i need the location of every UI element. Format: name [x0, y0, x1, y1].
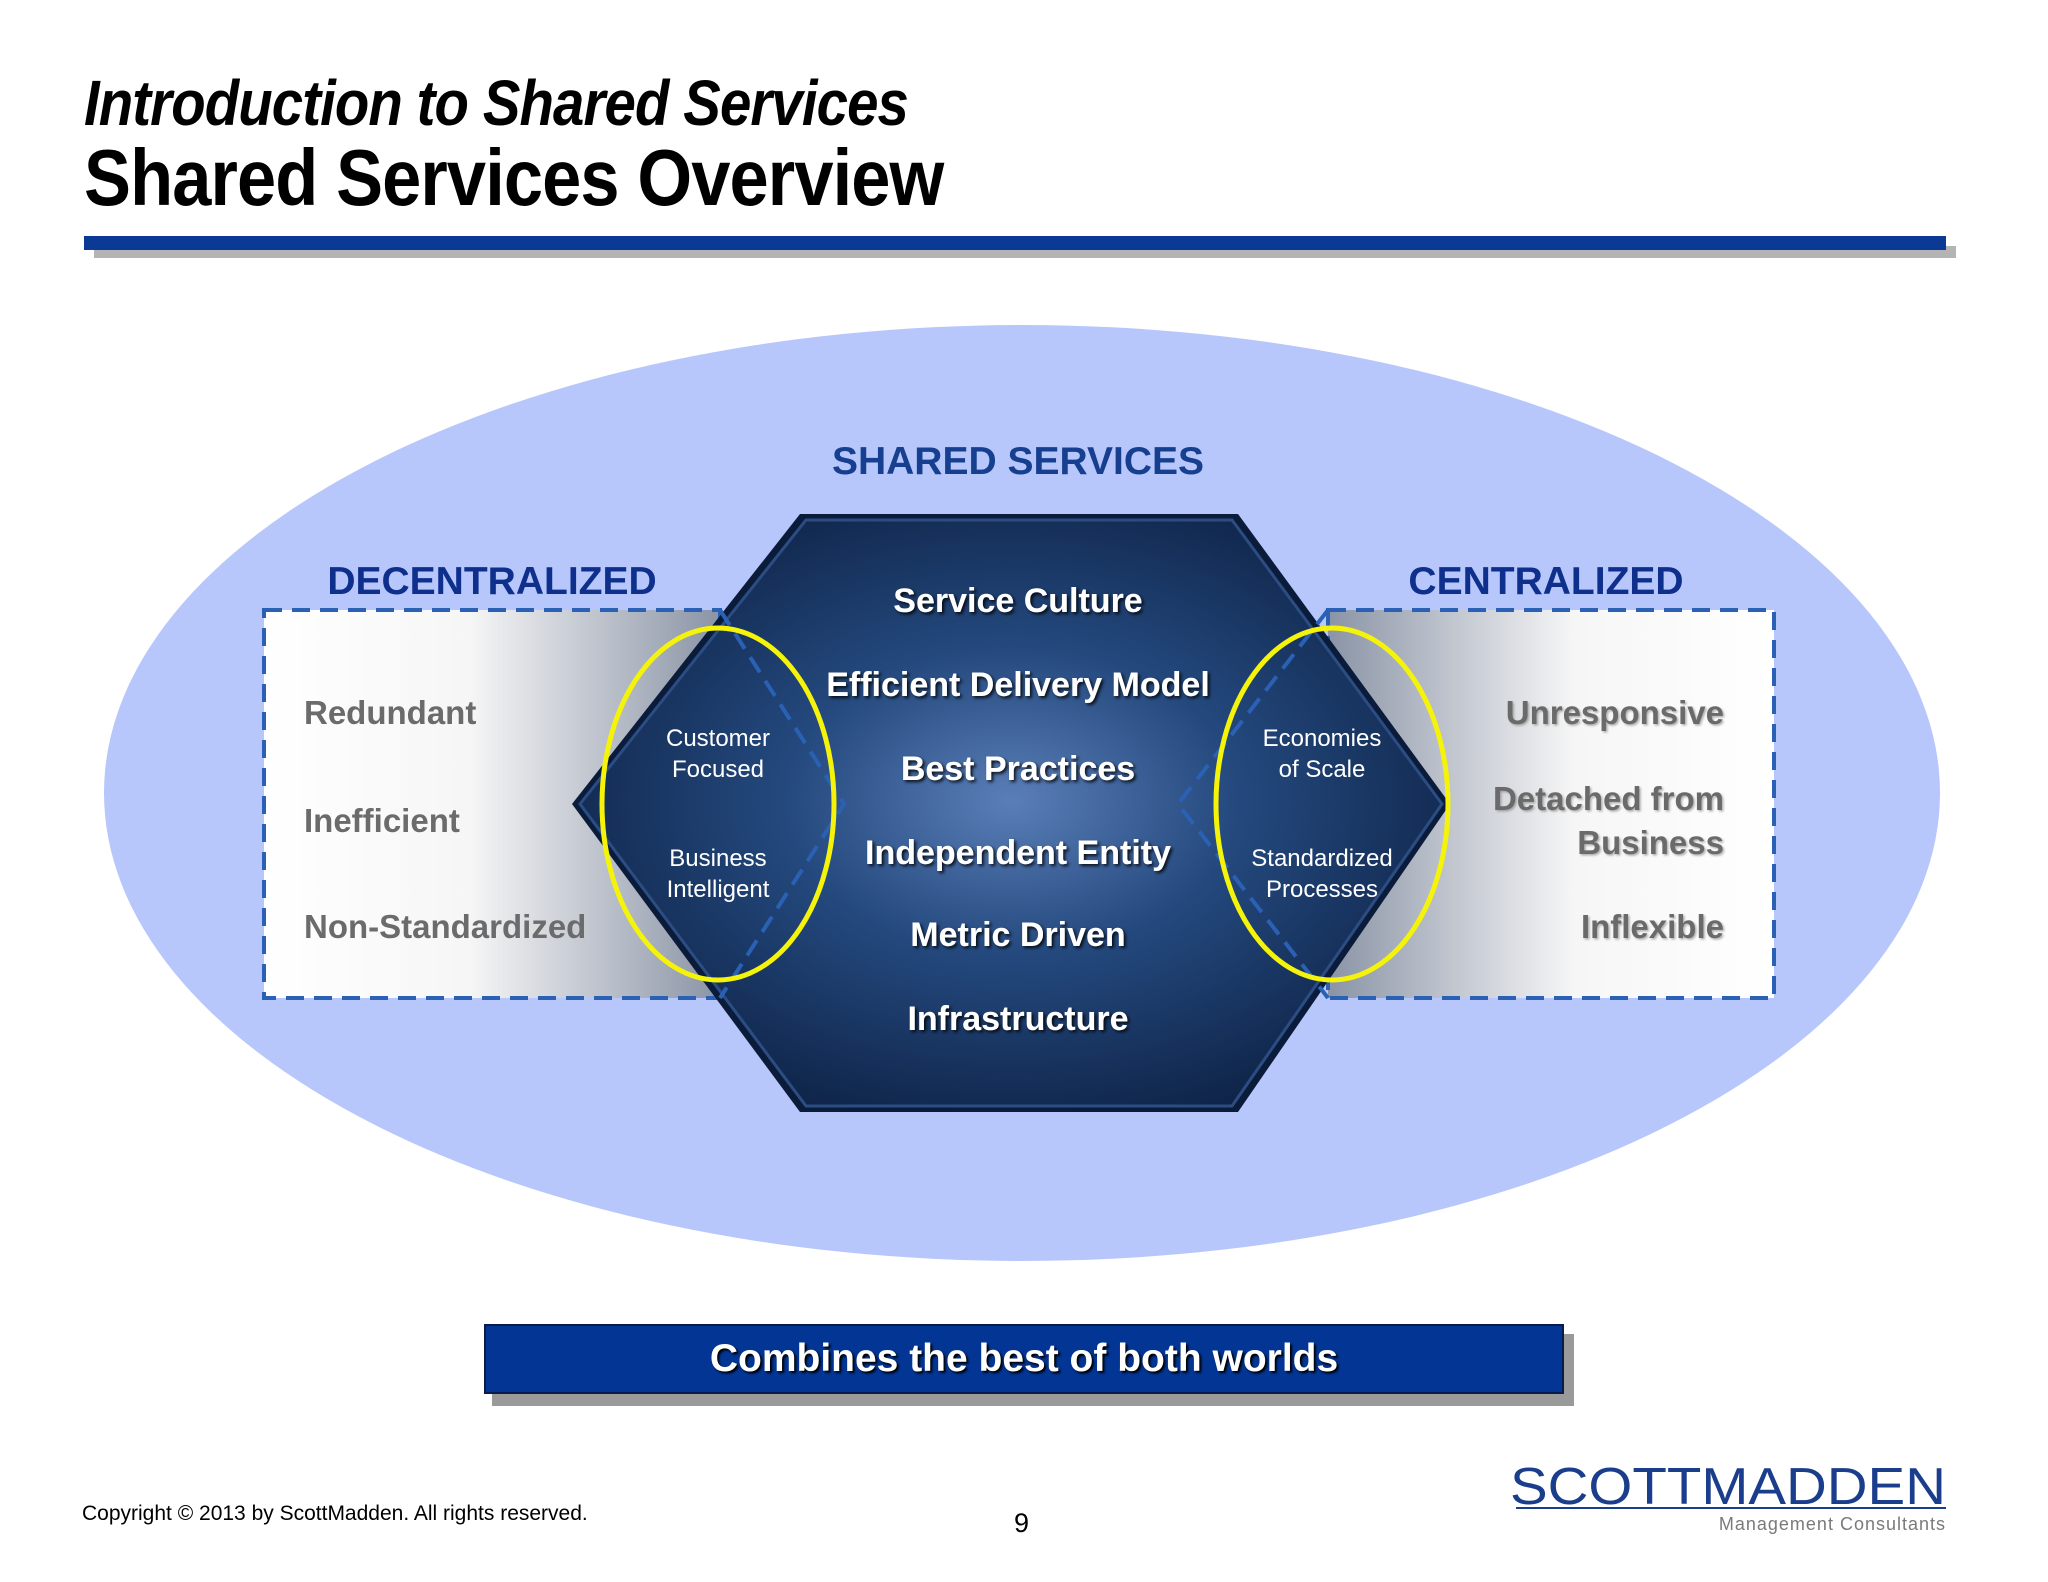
decentralized-overlap-edge [718, 608, 847, 1000]
centralized-overlap-edge [1175, 608, 1330, 1000]
core-item: Best Practices [901, 750, 1135, 788]
decentralized-trait: Inefficient [304, 802, 460, 839]
core-item: Efficient Delivery Model [826, 666, 1210, 704]
core-item: Infrastructure [907, 1000, 1128, 1038]
page-number: 9 [1014, 1508, 1030, 1538]
shared-services-heading: SHARED SERVICES [832, 440, 1204, 483]
centralized-trait: Unresponsive [1506, 694, 1724, 731]
logo-tagline: Management Consultants [1719, 1514, 1946, 1534]
centralized-heading: CENTRALIZED [1408, 560, 1683, 603]
title-rule [84, 236, 1946, 250]
centralized-trait: Inflexible [1581, 908, 1724, 945]
decentralized-trait: Non-Standardized [304, 908, 586, 945]
overlap-label: Focused [672, 756, 764, 783]
overlap-label: Business [669, 845, 766, 872]
customer-focus-highlight-ring [599, 625, 837, 983]
scale-highlight-ring [1213, 625, 1451, 983]
copyright-notice: Copyright © 2013 by ScottMadden. All rig… [82, 1502, 588, 1525]
decentralized-trait: Redundant [304, 694, 476, 731]
logo-wordmark: SCOTTMADDEN [1510, 1458, 1946, 1516]
decentralized-heading: DECENTRALIZED [327, 560, 656, 603]
section-kicker: Introduction to Shared Services [84, 67, 909, 139]
page-title: Shared Services Overview [84, 133, 944, 222]
overlap-label: Intelligent [667, 876, 770, 903]
centralized-trait: Detached from [1493, 780, 1724, 817]
summary-banner: Combines the best of both worlds [484, 1324, 1564, 1394]
overlap-label: Processes [1266, 876, 1378, 903]
overlap-label: of Scale [1279, 756, 1366, 783]
overlap-label: Economies [1263, 725, 1382, 752]
core-item: Metric Driven [910, 916, 1125, 954]
core-hexagon [578, 518, 1444, 1108]
overlap-label: Standardized [1251, 845, 1392, 872]
overlap-label: Customer [666, 725, 770, 752]
scottmadden-logo: SCOTTMADDEN Management Consultants [1510, 1458, 1946, 1534]
core-item: Service Culture [893, 582, 1142, 620]
core-item: Independent Entity [865, 834, 1171, 872]
centralized-trait: Business [1577, 824, 1724, 861]
